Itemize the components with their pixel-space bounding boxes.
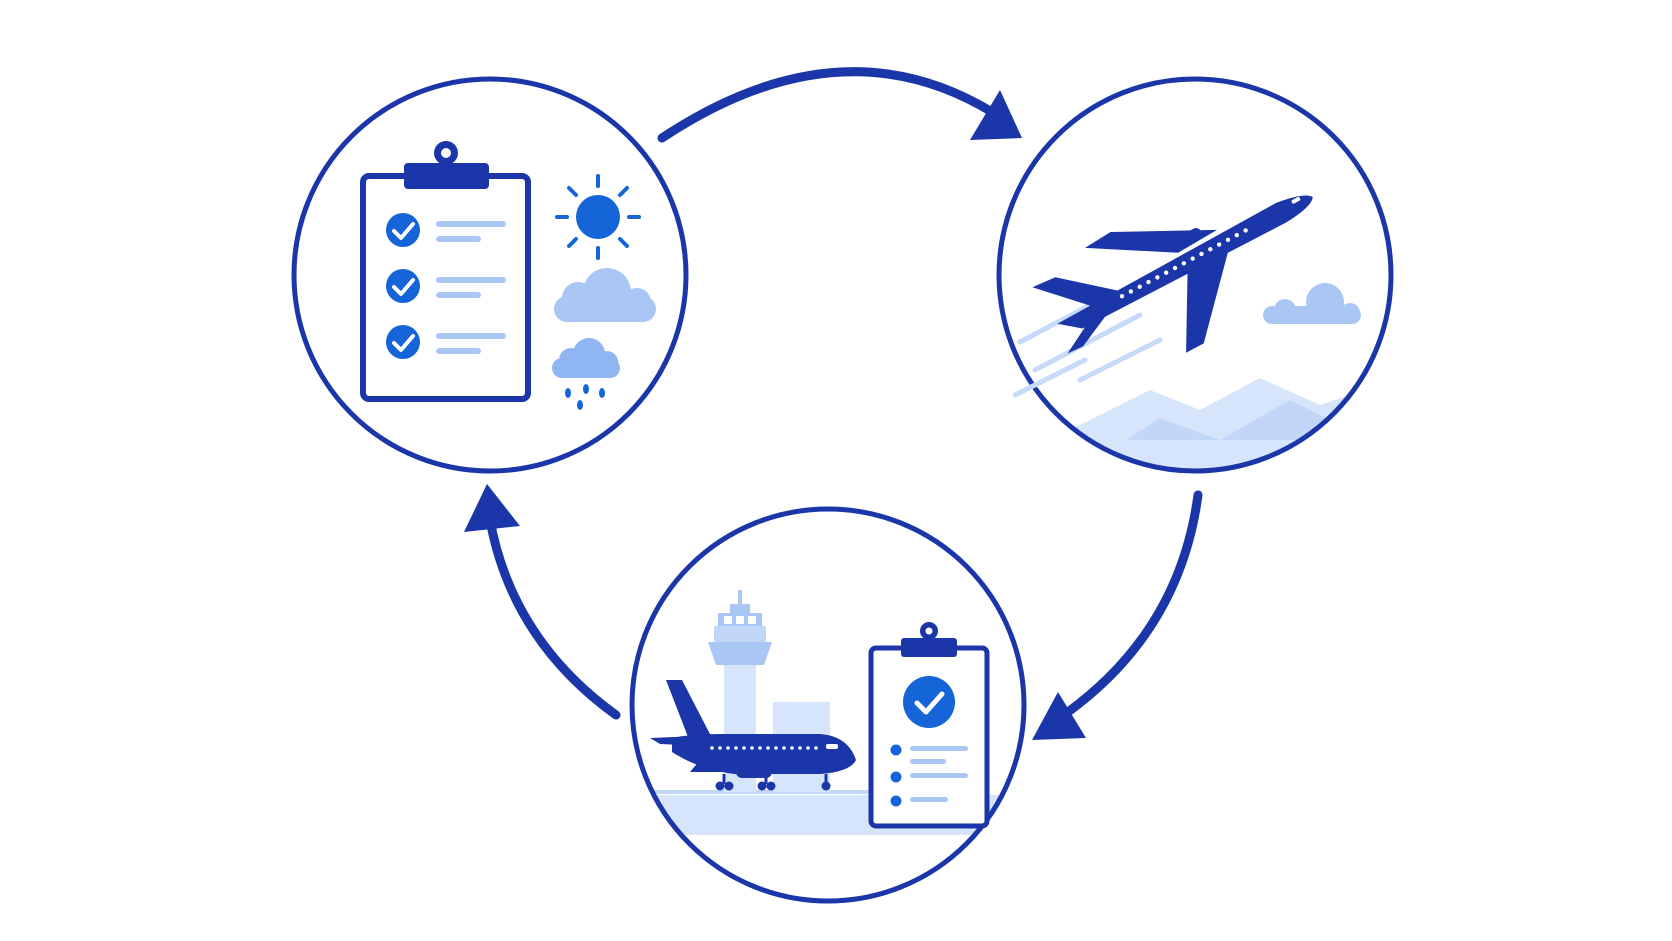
check-icon	[386, 325, 420, 359]
arrow-flight-to-landing	[1032, 490, 1203, 740]
airplane-icon	[650, 680, 856, 791]
clipboard-icon	[868, 622, 990, 829]
checklist-item	[386, 269, 506, 303]
check-icon	[386, 269, 420, 303]
check-icon	[386, 213, 420, 247]
stage-landing-review	[629, 506, 1027, 904]
stage-takeoff-flight	[996, 76, 1394, 474]
sun-icon	[555, 174, 641, 260]
cycle-arrows	[464, 67, 1203, 740]
checklist-item	[386, 325, 506, 359]
stage-preflight-planning	[291, 76, 689, 474]
rain-cloud-icon	[552, 338, 620, 410]
check-icon	[903, 676, 955, 728]
arrow-planning-to-flight	[657, 67, 1022, 143]
review-list	[890, 744, 968, 807]
cloud-icon	[1263, 283, 1361, 324]
checklist-item	[386, 213, 506, 247]
cloud-icon	[554, 268, 656, 322]
airplane-windows	[1119, 196, 1301, 299]
arrow-landing-to-planning	[464, 484, 621, 720]
speed-lines	[1012, 297, 1163, 398]
clipboard-icon	[360, 141, 531, 402]
airplane-icon	[1032, 195, 1313, 354]
